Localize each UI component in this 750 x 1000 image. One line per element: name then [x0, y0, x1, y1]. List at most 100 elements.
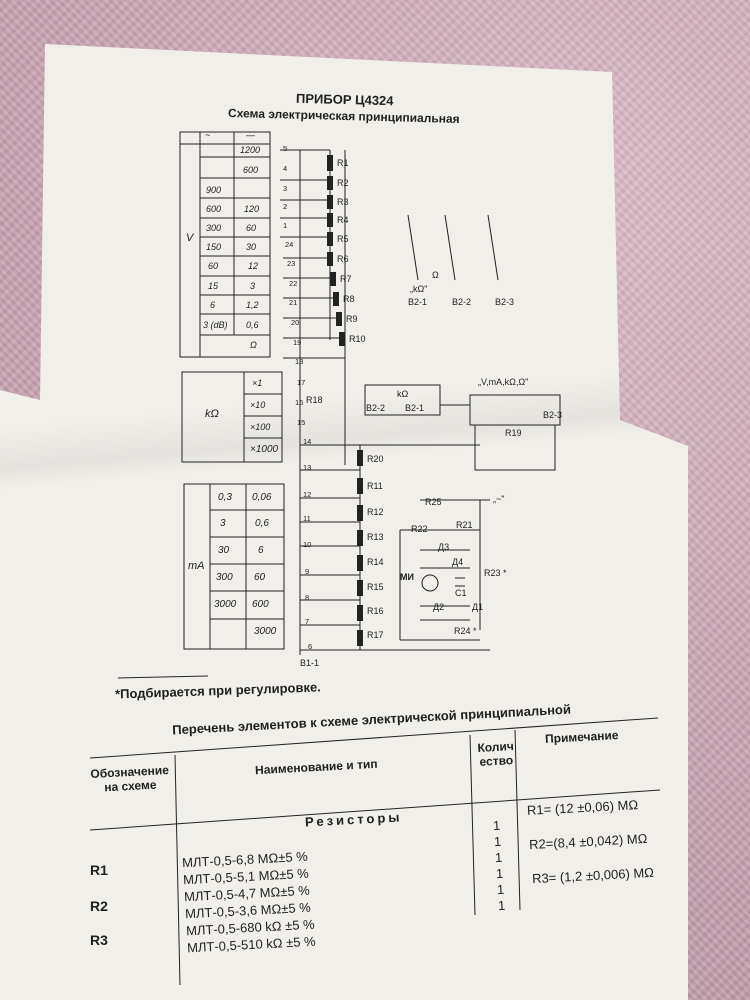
terminal-number: 10 — [303, 540, 312, 549]
resistor-label: R7 — [340, 274, 352, 284]
r23-label: R23 * — [484, 568, 507, 578]
resistor-label: R2 — [337, 178, 349, 188]
vt-cell: 12 — [248, 261, 259, 271]
meter-label: МИ — [400, 572, 414, 582]
switch-omega-label: Ω — [432, 270, 439, 280]
ma-label: mA — [188, 560, 205, 572]
ma-cell: 0,3 — [218, 492, 232, 503]
vt-cell: 150 — [206, 242, 222, 252]
part-qty: 1 — [495, 865, 504, 882]
part-qty: 1 — [496, 881, 505, 898]
ohm-label: kΩ — [205, 408, 219, 420]
designation-r2: R2 — [90, 898, 108, 914]
r25-label: R25 — [425, 497, 442, 507]
header-designation: Обозначение на схеме — [90, 762, 170, 795]
vt-cell: 15 — [208, 281, 219, 291]
vt-cell: 600 — [243, 165, 259, 175]
vt-cell: 0,6 — [246, 320, 259, 330]
d3-label: Д3 — [438, 542, 450, 552]
vt-cell: 3 — [250, 281, 256, 291]
ma-cell: 600 — [252, 599, 269, 610]
terminal-number: 1 — [283, 221, 288, 230]
terminal-number: 4 — [283, 164, 288, 173]
ma-cell: 60 — [254, 572, 266, 583]
terminal-number: 23 — [287, 259, 296, 268]
ohm-mult: ×10 — [250, 400, 266, 410]
terminal-number: 13 — [303, 463, 312, 472]
ma-cell: 3000 — [214, 599, 237, 610]
resistor-label: R11 — [367, 481, 383, 491]
terminal-number: 21 — [289, 298, 298, 307]
ma-cell: 0,06 — [252, 492, 272, 503]
switch-b22-label: B2-2 — [452, 297, 472, 307]
box-kohm-label: kΩ — [397, 389, 409, 399]
c1-label: C1 — [455, 588, 467, 598]
terminal-number: 18 — [295, 357, 304, 366]
terminal-number: 2 — [283, 202, 288, 211]
terminal-number: 15 — [297, 418, 306, 427]
resistor-label: R13 — [367, 532, 384, 542]
resistor-label: R1 — [337, 158, 349, 168]
terminal-number: 12 — [303, 490, 312, 499]
part-qty: 1 — [497, 897, 506, 914]
terminal-number: 22 — [289, 279, 298, 288]
r22-label: R22 — [411, 524, 428, 534]
switch-modes-label: „V,mA,kΩ,Ω" — [478, 377, 529, 387]
resistor-label: R20 — [367, 454, 384, 464]
ohm-mult: ×1 — [252, 378, 263, 388]
terminal-number: 20 — [291, 318, 300, 327]
switch-tilde-label: „~" — [493, 494, 505, 504]
resistor-label: R12 — [367, 507, 384, 517]
resistor-label: R4 — [337, 215, 349, 225]
terminal-number: 9 — [305, 567, 310, 576]
vt-ac-header: ~ — [205, 130, 211, 140]
terminal-number: 8 — [305, 593, 310, 602]
ma-cell: 3000 — [254, 626, 277, 637]
vt-cell: 60 — [246, 223, 257, 233]
resistor-label: R14 — [367, 557, 384, 567]
header-qty: Количество — [477, 739, 515, 769]
vt-cell: 300 — [206, 223, 222, 233]
d4-label: Д4 — [452, 557, 464, 567]
resistor-label: R17 — [367, 630, 384, 640]
box-b23-label: B2-3 — [543, 410, 563, 420]
terminal-number: 16 — [295, 398, 304, 407]
vt-dc-header: — — [246, 130, 255, 140]
resistor-label: R8 — [343, 294, 355, 304]
resistor-label: R9 — [346, 314, 358, 324]
resistor-label: R6 — [337, 254, 349, 264]
vt-cell: 6 — [210, 300, 216, 310]
ohm-mult: ×100 — [250, 422, 271, 432]
resistor-label: R3 — [337, 197, 349, 207]
r21-label: R21 — [456, 520, 473, 530]
part-qty: 1 — [492, 817, 501, 834]
ohm-mult: ×1000 — [250, 444, 279, 455]
r18-label: R18 — [306, 395, 323, 405]
box-b22-label: B2-2 — [366, 403, 386, 413]
ma-cell: 30 — [218, 545, 230, 556]
vt-cell: 60 — [208, 261, 219, 271]
terminal-number: 7 — [305, 617, 310, 626]
terminal-number: 14 — [303, 437, 312, 446]
terminal-number: 6 — [308, 642, 313, 651]
part-qty: 1 — [493, 833, 502, 850]
terminal-number: 19 — [293, 338, 302, 347]
vt-cell: 600 — [206, 204, 222, 214]
resistor-label: R16 — [367, 606, 384, 616]
terminal-number: 24 — [285, 240, 294, 249]
r24-label: R24 * — [454, 626, 477, 636]
d1-label: Д1 — [472, 602, 484, 612]
resistor-label: R5 — [337, 234, 349, 244]
terminal-number: 5 — [283, 144, 288, 153]
switch-b1-label: B1-1 — [300, 658, 320, 668]
ma-cell: 300 — [216, 572, 233, 583]
r19-label: R19 — [505, 428, 522, 438]
terminal-number: 3 — [283, 184, 288, 193]
ma-cell: 0,6 — [255, 518, 269, 529]
resistor-label: R10 — [349, 334, 366, 344]
designation-r3: R3 — [90, 932, 108, 948]
switch-kohm-label: „kΩ" — [410, 284, 428, 294]
part-qty: 1 — [494, 849, 503, 866]
